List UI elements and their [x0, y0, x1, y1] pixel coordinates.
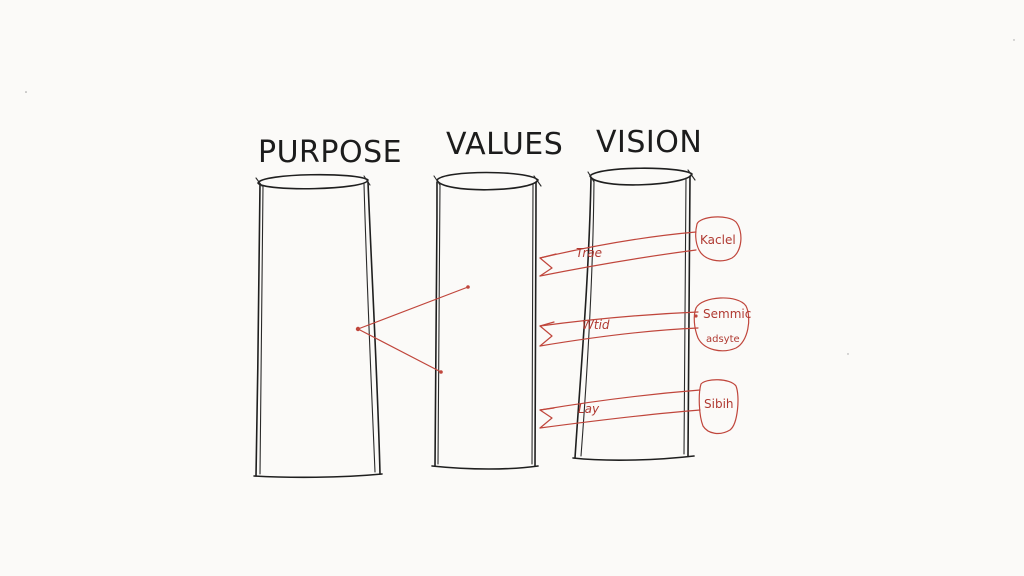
pillar-vision: VISION — [572, 125, 702, 461]
bubble-2: Semmic adsyte — [693, 297, 751, 352]
bubble-3: Sibih — [698, 379, 739, 435]
connector-purpose-values — [355, 285, 470, 374]
pillar-title-vision: VISION — [596, 125, 702, 160]
pillar-values-drawing — [431, 171, 542, 470]
arrow-note-2: Wtid — [582, 318, 610, 332]
pillar-title-values: VALUES — [446, 127, 563, 162]
bubble-1-text: Kaclel — [700, 233, 736, 247]
bubble-1: Kaclel — [695, 216, 742, 262]
arrow-note-1: Trae — [576, 246, 602, 260]
bubble-3-text: Sibih — [704, 397, 734, 411]
pillar-vision-drawing — [572, 167, 696, 461]
connector-arrow-2: Wtid — [539, 311, 699, 347]
arrow-note-3: Lay — [578, 402, 600, 416]
connector-arrow-1: Trae — [539, 231, 697, 277]
pillar-title-purpose: PURPOSE — [258, 135, 402, 170]
pillar-purpose: PURPOSE — [253, 135, 402, 479]
bubble-2-text-line-2: adsyte — [706, 334, 740, 345]
paper-specks — [25, 39, 1015, 355]
pillar-purpose-drawing — [253, 173, 383, 479]
bubble-2-text-line-1: Semmic — [703, 307, 751, 321]
pillar-values: VALUES — [431, 127, 563, 470]
connector-arrow-3: Lay — [539, 389, 701, 429]
